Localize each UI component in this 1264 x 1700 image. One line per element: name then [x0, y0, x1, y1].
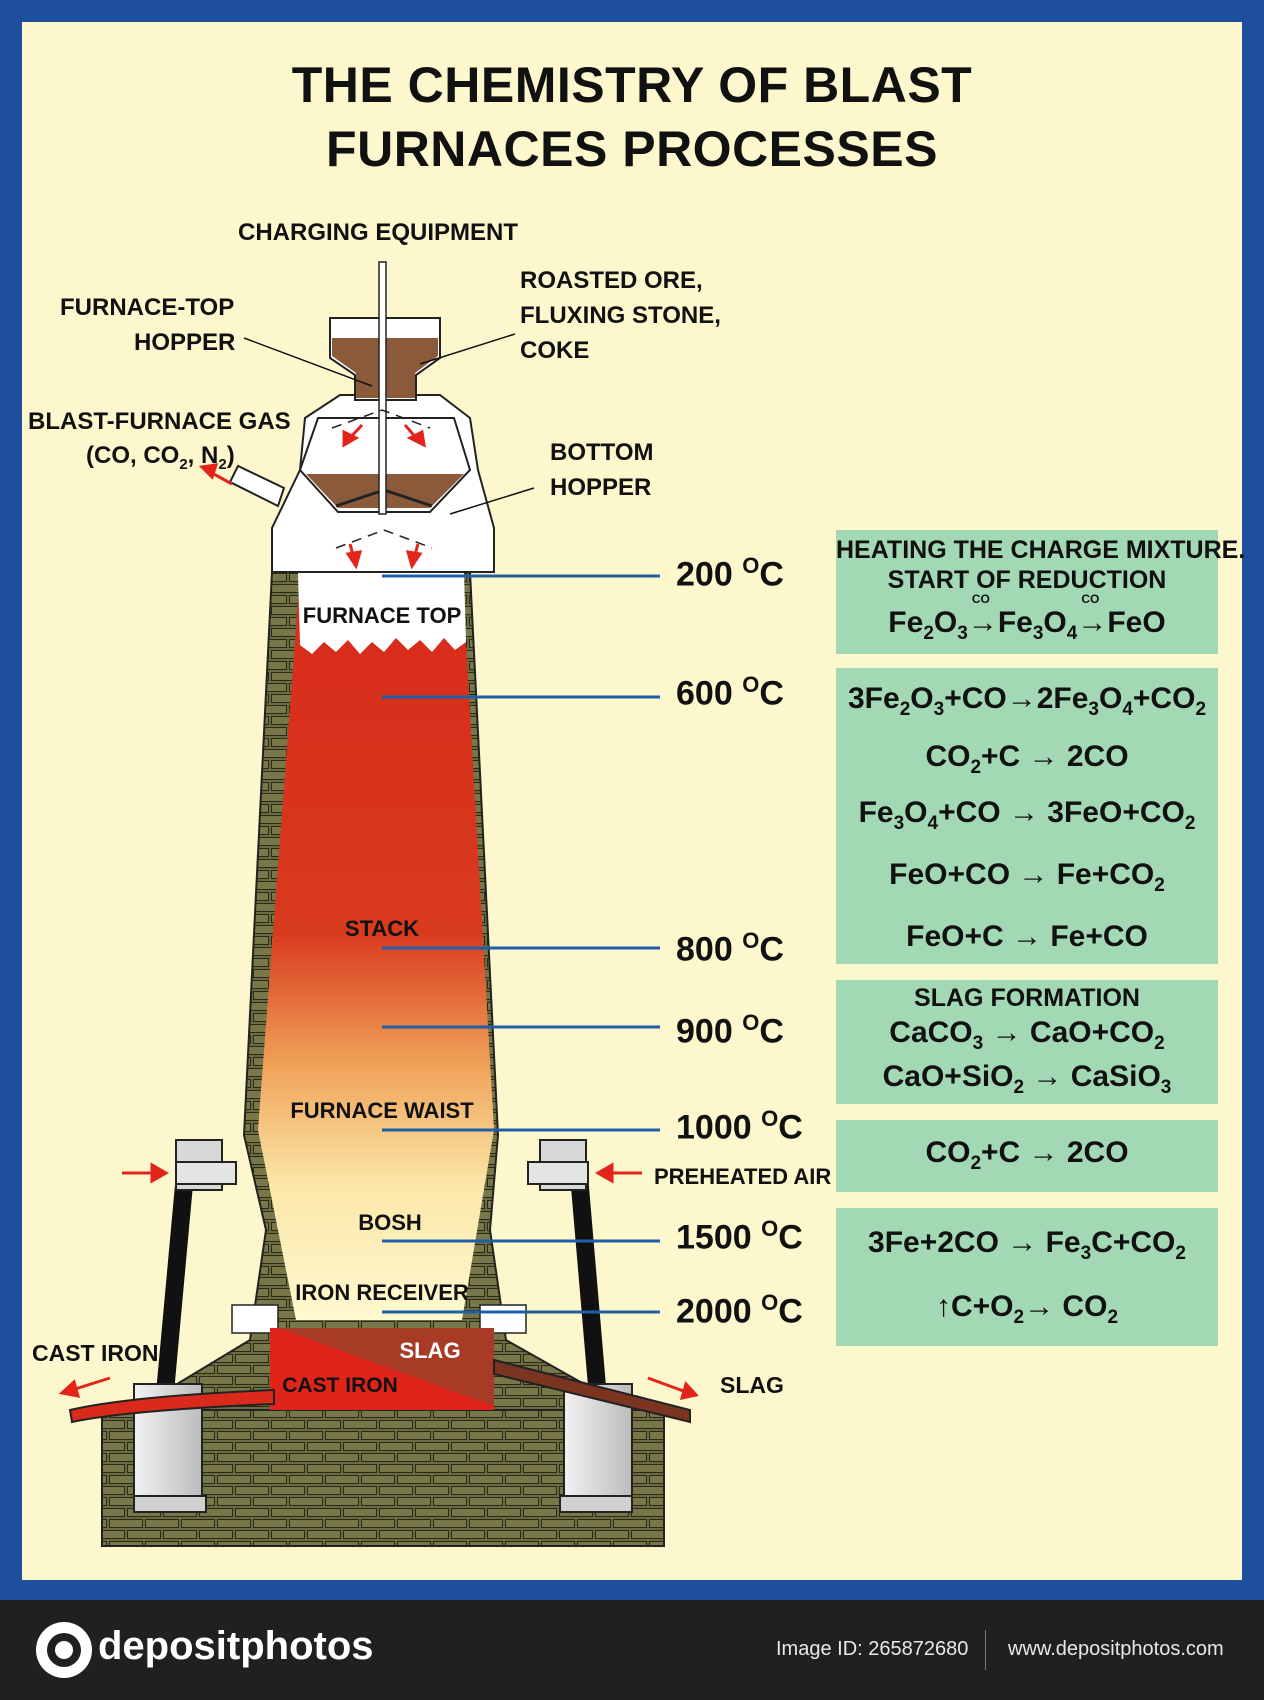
reaction-box-heating: HEATING THE CHARGE MIXTURE. START OF RED…: [836, 530, 1246, 654]
reaction-feo-co: FeO+CO → Fe+CO2: [889, 858, 1165, 896]
reaction-c-o2: ↑C+O2→ CO2: [935, 1290, 1119, 1328]
reaction-co2-c-waist: CO2+C → 2CO: [925, 1136, 1129, 1174]
charging-rod: [378, 261, 387, 515]
footer-image-id: Image ID: 265872680: [776, 1638, 969, 1660]
outflow-arrows: [58, 1376, 699, 1400]
zone-furnace-top: FURNACE TOP: [302, 603, 462, 628]
hearth-slag: [278, 1328, 494, 1406]
gas-outlet-pipe: [228, 464, 286, 508]
zone-cast-iron: CAST IRON: [282, 1374, 398, 1397]
reaction-heading-reduction-start: START OF REDUCTION: [887, 566, 1167, 594]
title-line-1: THE CHEMISTRY OF BLAST: [291, 57, 973, 113]
label-bottom-hopper-line2: HOPPER: [550, 474, 652, 501]
left-tuyere-nozzle: [175, 1161, 237, 1185]
zone-slag: SLAG: [399, 1338, 461, 1363]
furnace-top-space: [298, 573, 466, 654]
reaction-box-co2-c: CO2+C → 2CO: [836, 1120, 1218, 1192]
label-charge-materials-line3: COKE: [520, 337, 590, 364]
temperature-1000: 1000 OC: [676, 1106, 803, 1147]
footer-url: www.depositphotos.com: [1008, 1638, 1224, 1660]
reaction-co2-c: CO2+C → 2CO: [925, 740, 1129, 778]
stock-footer-bar: [0, 1600, 1264, 1700]
reaction-box-carburization: 3Fe+2CO → Fe3C+CO2 ↑C+O2→ CO2: [836, 1208, 1218, 1346]
label-charging-equipment: CHARGING EQUIPMENT: [238, 219, 519, 246]
flow-arrows: [198, 423, 426, 570]
depositphotos-logo-icon: [36, 1622, 92, 1678]
right-tuyere-nozzle: [527, 1161, 589, 1185]
label-slag-outflow: SLAG: [720, 1372, 784, 1398]
zone-bosh: BOSH: [358, 1210, 422, 1235]
temperature-800: 800 OC: [676, 928, 784, 969]
reaction-fe3o4-co: Fe3O4+CO → 3FeO+CO2: [858, 796, 1196, 834]
furnace-hot-shaft: [258, 575, 494, 1320]
temperature-600: 600 OC: [676, 672, 784, 713]
air-inlet-arrows: [122, 1162, 642, 1184]
reaction-fe2o3-co: 3Fe2O3+CO→2Fe3O4+CO2: [847, 682, 1207, 720]
zone-stack: STACK: [344, 916, 420, 941]
gas-flow-lines: [331, 409, 433, 549]
callout-leader-lines: [243, 333, 535, 515]
footer-divider: [985, 1630, 986, 1670]
title-line-2: FURNACES PROCESSES: [326, 121, 938, 177]
label-preheated-air: PREHEATED AIR: [654, 1164, 832, 1189]
label-blast-furnace-gas-line2: (CO, CO2, N2): [86, 442, 235, 473]
cast-iron-channel: [68, 1388, 275, 1424]
temperature-1500: 1500 OC: [676, 1216, 803, 1257]
reaction-box-reduction: 3Fe2O3+CO→2Fe3O4+CO2 CO2+C → 2CO Fe3O4+C…: [836, 668, 1218, 964]
blast-furnace-diagram: [58, 261, 699, 1547]
label-bottom-hopper-line1: BOTTOM: [550, 439, 654, 466]
reaction-fe-2co: 3Fe+2CO → Fe3C+CO2: [868, 1226, 1186, 1264]
reaction-heading-slag-formation: SLAG FORMATION: [914, 984, 1140, 1012]
right-leg-foot: [559, 1495, 633, 1513]
label-charge-materials-line1: ROASTED ORE,: [520, 267, 703, 294]
reaction-box-slag: SLAG FORMATION CaCO3 → CaO+CO2 CaO+SiO2 …: [836, 980, 1218, 1104]
reaction-heading-heating: HEATING THE CHARGE MIXTURE.: [836, 536, 1246, 564]
reaction-caco3: CaCO3 → CaO+CO2: [889, 1016, 1165, 1054]
label-charge-materials-line2: FLUXING STONE,: [520, 302, 721, 329]
temperature-900: 900 OC: [676, 1010, 784, 1051]
temperature-guide-lines: [382, 574, 660, 1314]
label-cast-iron-outflow: CAST IRON: [32, 1340, 159, 1366]
zone-iron-receiver: IRON RECEIVER: [295, 1280, 469, 1305]
label-furnace-top-hopper-line1: FURNACE-TOP: [60, 294, 235, 321]
label-furnace-top-hopper-line2: HOPPER: [134, 329, 236, 356]
reaction-cao-sio2: CaO+SiO2 → CaSiO3: [882, 1060, 1172, 1098]
label-blast-furnace-gas-line1: BLAST-FURNACE GAS: [28, 408, 291, 435]
temperature-200: 200 OC: [676, 553, 784, 594]
left-leg-foot: [133, 1495, 207, 1513]
footer-brand: depositphotos: [98, 1624, 374, 1668]
slag-channel: [493, 1358, 691, 1424]
temperature-2000: 2000 OC: [676, 1290, 803, 1331]
reaction-feo-c: FeO+C → Fe+CO: [906, 920, 1148, 953]
zone-furnace-waist: FURNACE WAIST: [290, 1098, 474, 1123]
